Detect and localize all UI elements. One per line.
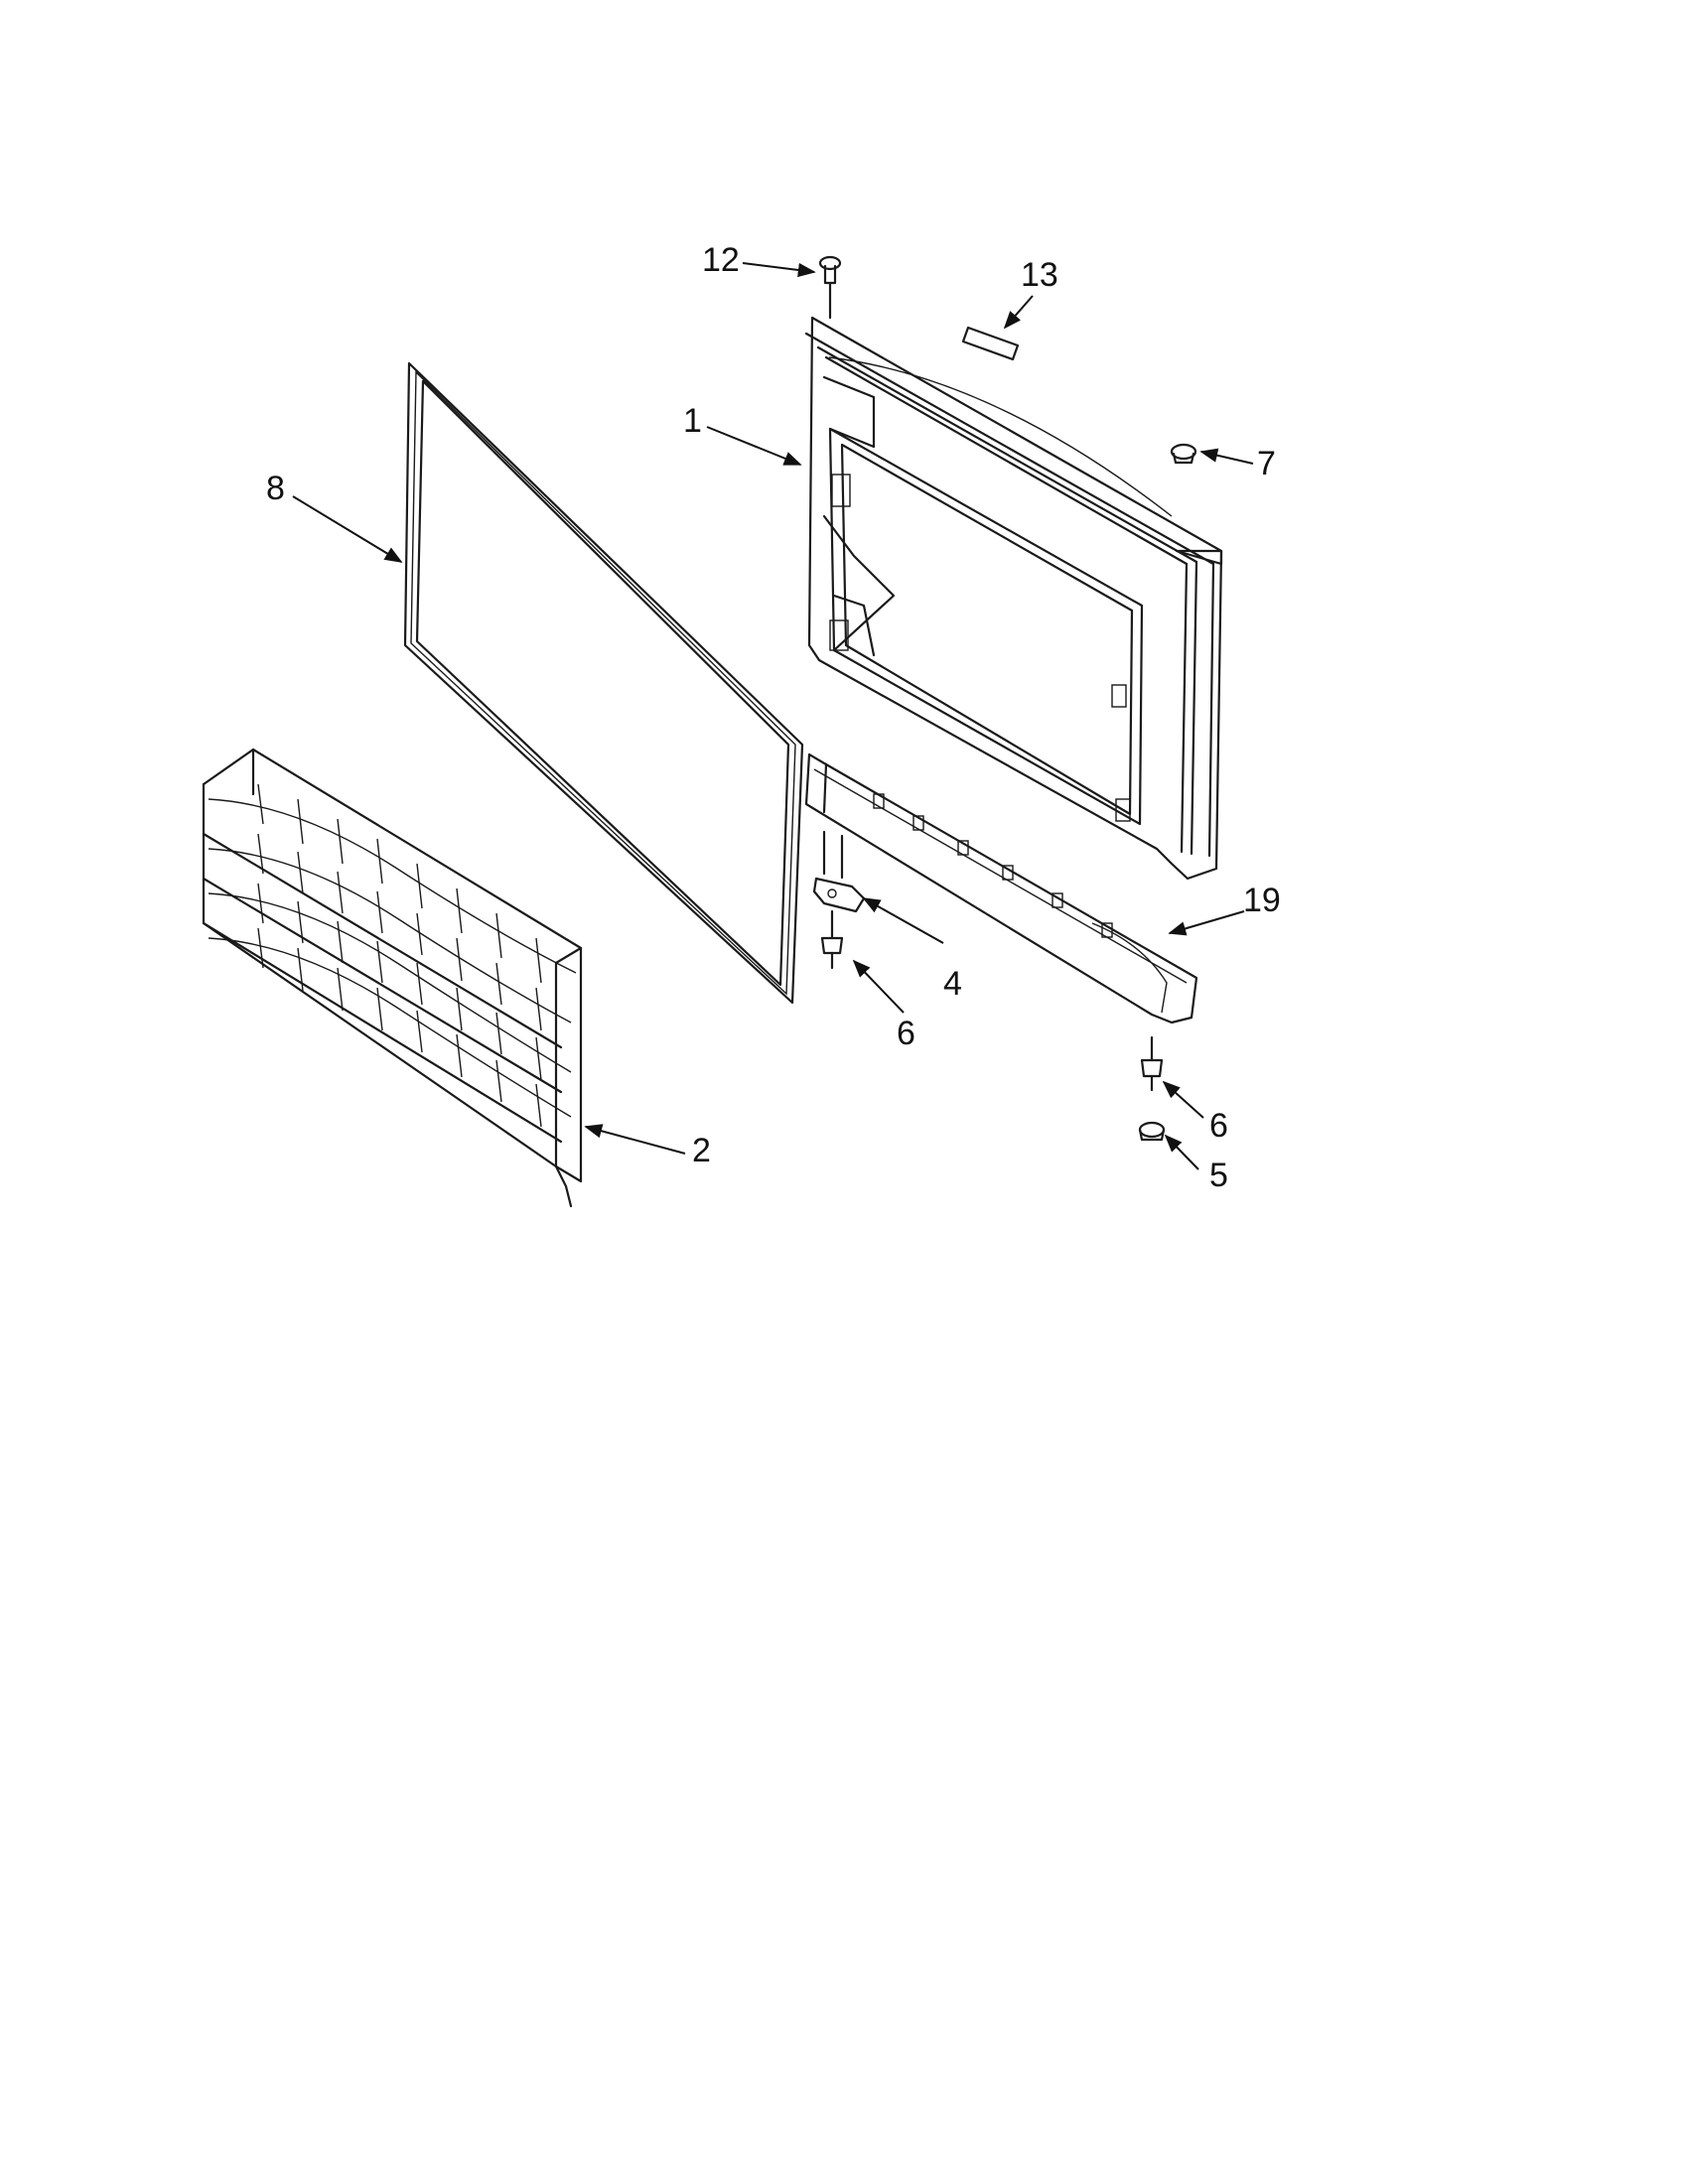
callout-19: 19 xyxy=(1243,882,1281,919)
screw-right xyxy=(1140,1035,1164,1092)
callout-1: 1 xyxy=(683,402,702,440)
callout-6-right: 6 xyxy=(1209,1107,1228,1145)
callouts: 12 13 1 7 8 4 6 19 6 5 2 xyxy=(266,241,1281,1194)
callout-6-left: 6 xyxy=(897,1015,915,1052)
door-gasket xyxy=(403,361,804,1005)
nut xyxy=(1138,1121,1166,1142)
callout-8: 8 xyxy=(266,470,285,507)
callout-13: 13 xyxy=(1021,256,1058,294)
nameplate xyxy=(961,326,1020,361)
callout-2: 2 xyxy=(692,1132,711,1169)
hinge-bracket xyxy=(812,830,866,913)
leader-lines xyxy=(292,262,1254,1170)
callout-4: 4 xyxy=(943,965,962,1003)
door-panel xyxy=(804,316,1223,881)
hinge-pin xyxy=(818,255,842,320)
screw-left xyxy=(820,909,844,970)
bottom-trim xyxy=(804,752,1198,1024)
callout-5: 5 xyxy=(1209,1157,1228,1194)
wire-rack xyxy=(202,748,583,1208)
callout-12: 12 xyxy=(702,241,740,279)
plug-button xyxy=(1170,443,1197,465)
callout-7: 7 xyxy=(1257,445,1276,482)
